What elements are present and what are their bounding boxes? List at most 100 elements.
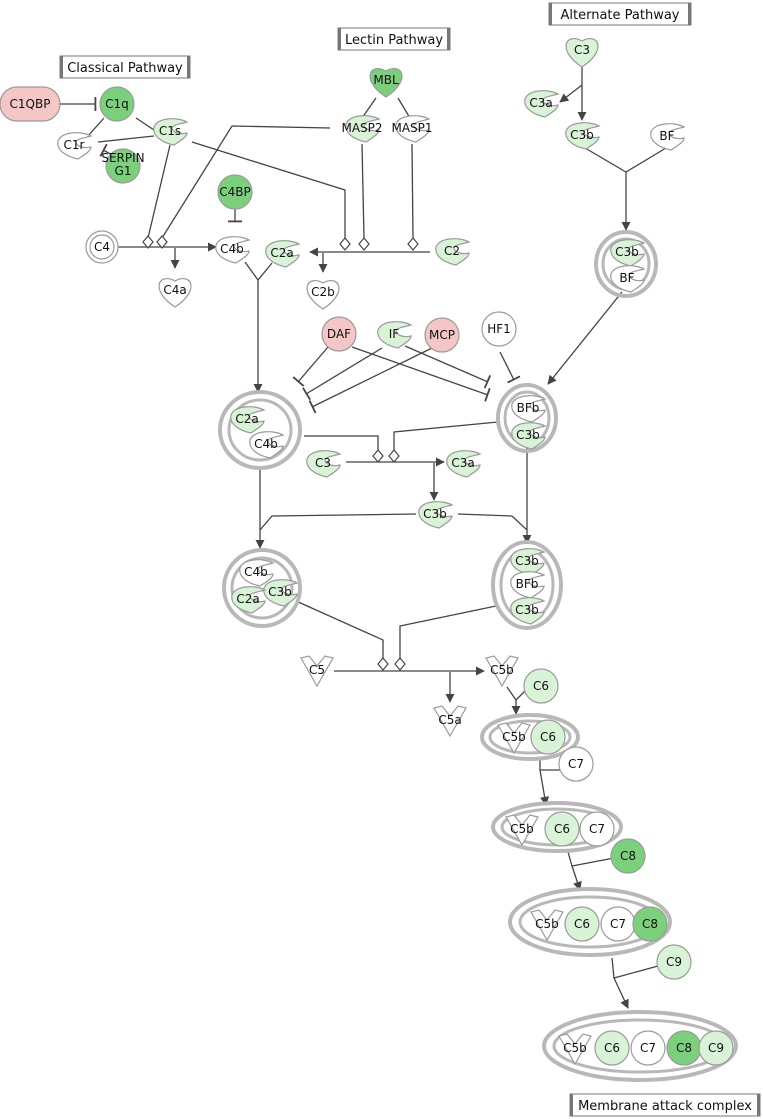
node-label: C5a — [438, 713, 461, 727]
node-label: C6 — [533, 679, 549, 693]
node-hf1: HF1 — [481, 311, 517, 347]
edge-c3b-bf-join — [584, 147, 667, 173]
complex-member-c4b: C4b — [249, 431, 285, 459]
node-label: C3b — [570, 128, 594, 142]
complex-member-c7: C7 — [579, 811, 615, 847]
complex-member-c3b: C3b — [510, 548, 546, 576]
node-label: BFb — [516, 577, 539, 591]
node-label: C3b — [515, 603, 539, 617]
node-c3-mid: C3 — [306, 450, 342, 478]
edge-c1r-c1s — [97, 135, 155, 143]
complex-member-c3b: C3b — [511, 422, 547, 450]
node-label: C7 — [610, 917, 626, 931]
complex-member-c3b: C3b — [263, 579, 299, 607]
node-c3b-alt: C3b — [565, 122, 601, 150]
node-mbl: MBL — [369, 68, 403, 98]
edge-c5b678-c9-join — [611, 957, 659, 979]
node-label: C1s — [159, 124, 181, 138]
node-label: C8 — [676, 1041, 692, 1055]
junction-diamond — [372, 449, 384, 463]
node-label: C2a — [236, 592, 259, 606]
node-label: C5 — [309, 663, 325, 677]
edge-c4b2a-to-c3-cleave — [304, 435, 379, 454]
node-c1qbp: C1QBP — [0, 86, 61, 122]
edge-mbl-masp1 — [397, 97, 411, 119]
node-label: C3b — [515, 554, 539, 568]
node-label: BFb — [517, 401, 540, 415]
edge-c1s-to-c4-cleave — [147, 144, 171, 239]
edge-hf1-inhibits-bfb — [499, 351, 521, 384]
node-label: C1r — [64, 138, 85, 152]
node-label: C7 — [568, 757, 584, 771]
edge-to-c5b6789 — [613, 977, 629, 1009]
node-label: C4b — [220, 242, 244, 256]
complex-member-bfb: BFb — [510, 571, 546, 599]
classical-pathway-label: Classical Pathway — [67, 61, 183, 76]
edge-c3b-join-left — [259, 513, 417, 531]
node-c1s: C1s — [153, 118, 189, 146]
classical-pathway-box: Classical Pathway — [59, 55, 191, 79]
node-label: C4 — [94, 240, 110, 254]
node-label: C1QBP — [10, 97, 51, 111]
node-label: C8 — [642, 917, 658, 931]
complex-member-c3b: C3b — [610, 239, 646, 267]
complex-member-c6: C6 — [530, 719, 566, 755]
node-c5: C5 — [300, 655, 334, 688]
edge-if-inhibits-bfb — [404, 345, 492, 389]
node-c7: C7 — [558, 746, 594, 782]
edge-c1q-c1s — [135, 117, 155, 131]
complex-member-c7: C7 — [600, 906, 636, 942]
node-label: C6 — [574, 917, 590, 931]
node-label: C5b — [502, 730, 526, 744]
lectin-pathway-label: Lectin Pathway — [345, 33, 443, 48]
edge-c3b-join-right — [457, 513, 528, 531]
complex-member-c5b: C5b — [530, 909, 564, 942]
node-c5b: C5b — [485, 655, 519, 688]
node-label: C1q — [105, 97, 129, 111]
edge-c3-to-c3a-alt — [559, 84, 583, 103]
node-masp1: MASP1 — [391, 115, 433, 143]
edge-c5b6-c7-join — [539, 760, 560, 771]
edge-c5b67-c8-join — [567, 851, 615, 867]
edge-masp1-to-c2-cleave — [411, 143, 414, 239]
complex-member-c5b: C5b — [558, 1033, 592, 1066]
alternate-pathway-box: Alternate Pathway — [548, 2, 692, 26]
node-label: C8 — [620, 849, 636, 863]
edge-mbl-masp2 — [361, 97, 377, 119]
node-label: DAF — [327, 327, 351, 341]
node-label: MASP1 — [391, 121, 432, 135]
node-label: C4a — [163, 283, 186, 297]
node-daf: DAF — [321, 316, 357, 352]
node-label: C5b — [510, 822, 534, 836]
node-label: MASP2 — [341, 121, 382, 135]
node-label: C5b — [563, 1041, 587, 1055]
junction-diamond — [156, 235, 168, 249]
node-if: IF — [377, 321, 413, 349]
node-label: C3 — [315, 456, 331, 470]
node-c3b-mid: C3b — [418, 501, 454, 529]
node-label: C2a — [235, 412, 258, 426]
node-c8: C8 — [610, 838, 646, 874]
edges-layer — [60, 65, 667, 1009]
node-label: MCP — [429, 328, 455, 342]
edge-c4b-c2a-to-c4b2a — [244, 261, 273, 282]
junction-diamond — [358, 237, 370, 251]
node-label: C3 — [574, 43, 590, 57]
node-label: C6 — [604, 1041, 620, 1055]
node-c4: C4 — [85, 230, 119, 264]
node-bf: BF — [650, 123, 686, 151]
junction-diamond — [339, 237, 351, 251]
edge-c1s-to-c2-cleave — [191, 141, 346, 238]
node-label: C3b — [423, 507, 447, 521]
node-c1q: C1q — [99, 86, 135, 122]
node-c9: C9 — [656, 944, 692, 980]
edge-c4b2a3b-to-c5-cleave — [295, 600, 384, 660]
complex-member-c3b: C3b — [510, 597, 546, 625]
complex-rings — [218, 230, 738, 1082]
complex-member-c6: C6 — [594, 1030, 630, 1066]
edge-daf-inhibits-c4b2a — [292, 346, 329, 387]
node-label: C3b — [516, 428, 540, 442]
node-label: C3b — [615, 245, 639, 259]
